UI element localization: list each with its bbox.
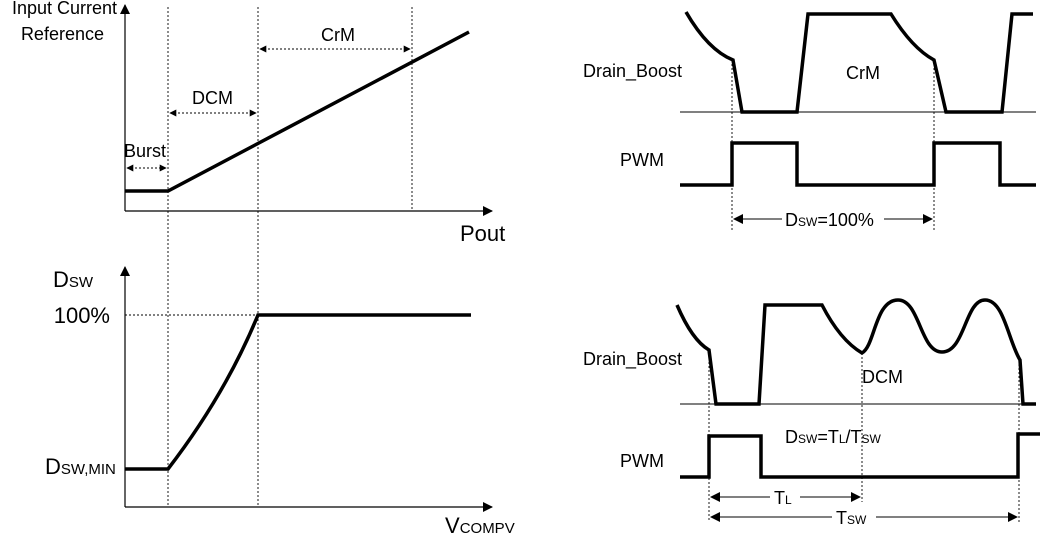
top-y-label-line2: Reference [21, 24, 104, 44]
tsw-label-bg [832, 505, 876, 529]
input-current-reference-curve [125, 30, 470, 193]
dcm-drain-waveform [675, 298, 1036, 406]
crm-duty-label: DSW=100% [785, 210, 874, 230]
dcm-drain-label: Drain_Boost [583, 349, 682, 370]
bottom-y-tick-min: DSW,MIN [45, 454, 116, 479]
tsw-label: TSW [836, 508, 867, 528]
dcm-label: DCM [192, 88, 233, 108]
bottom-y-label: DSW [53, 267, 94, 292]
crm-waveform: Drain_Boost CrM PWM DSW=100% [583, 11, 1036, 231]
dcm-duty-label: DSW=TL/TSW [785, 427, 882, 447]
top-graph: Input Current Reference Pout Burst DCM C… [12, 0, 505, 246]
crm-label: CrM [321, 25, 355, 45]
tl-label-bg [770, 485, 800, 509]
duty-cycle-curve [125, 313, 471, 471]
crm-mode-label: CrM [846, 63, 880, 83]
crm-pwm-label: PWM [620, 150, 664, 170]
crm-drain-label: Drain_Boost [583, 61, 682, 82]
dcm-duty-label-bg [780, 424, 895, 448]
crm-pwm-waveform [680, 141, 1036, 187]
top-x-label: Pout [460, 221, 505, 246]
dcm-pwm-label: PWM [620, 451, 664, 471]
bottom-graph: DSW 100% DSW,MIN VCOMPV [45, 211, 515, 537]
tl-label: TL [774, 488, 792, 508]
top-y-label-line1: Input Current [12, 0, 117, 18]
dcm-waveform: Drain_Boost DCM PWM DSW=TL/TSW TL TSW [583, 298, 1040, 529]
crm-duty-label-bg [782, 207, 884, 231]
burst-label: Burst [124, 141, 166, 161]
dcm-mode-label: DCM [862, 367, 903, 387]
bottom-x-label: VCOMPV [445, 513, 515, 537]
bottom-y-tick-max: 100% [54, 303, 110, 328]
crm-drain-waveform [684, 11, 1033, 114]
